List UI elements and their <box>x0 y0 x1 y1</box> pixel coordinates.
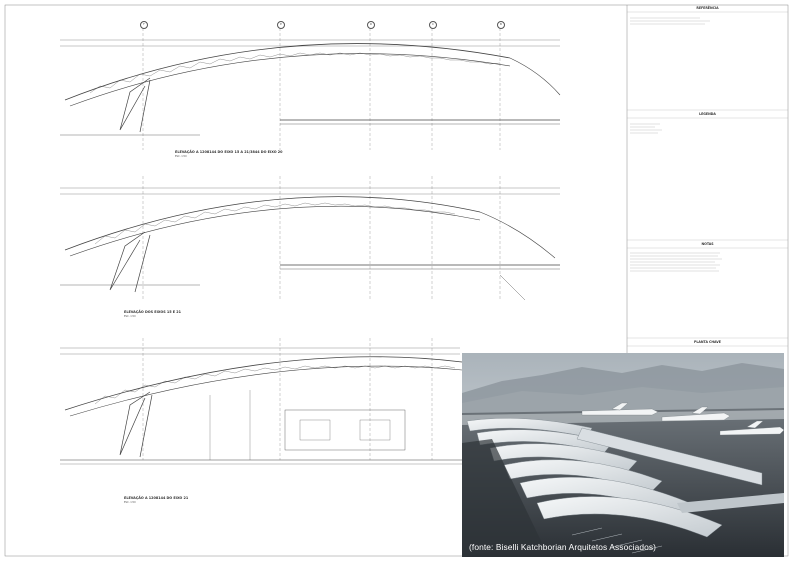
airport-render-image: (fonte: Biselli Katchborian Arquitetos A… <box>462 353 784 557</box>
grid-label-d: D <box>367 21 375 29</box>
image-credit: (fonte: Biselli Katchborian Arquitetos A… <box>469 542 657 552</box>
elevation-3-drawing <box>60 338 463 465</box>
legenda-title: LEGENDA <box>699 112 716 116</box>
elevation-3-caption: ELEVAÇÃO A 1208144 DO EIXO 21 <box>124 496 189 500</box>
elevation-3-scale: ESC. 1:50 <box>124 501 136 504</box>
grid-label-c: C <box>429 21 437 29</box>
referencia-title: REFERÊNCIA <box>696 6 719 10</box>
elevation-2-caption: ELEVAÇÃO DOS EIXOS 15 E 21 <box>124 310 181 314</box>
elevation-2-scale: ESC. 1:50 <box>124 315 136 318</box>
elevation-1-caption: ELEVAÇÃO A 1208144 DO EIXO 15 A 21/3844 … <box>175 150 283 154</box>
elevation-1-scale: ESC. 1:50 <box>175 155 187 158</box>
grid-label-e: E <box>277 21 285 29</box>
notas-title: NOTAS <box>701 242 714 246</box>
render-illustration <box>462 353 784 557</box>
elevation-1-drawing <box>60 28 561 150</box>
elevation-2-drawing <box>60 176 560 301</box>
grid-label-b: B <box>497 21 505 29</box>
planta-chave-title: PLANTA CHAVE <box>694 340 721 344</box>
grid-label-f: F <box>140 21 148 29</box>
